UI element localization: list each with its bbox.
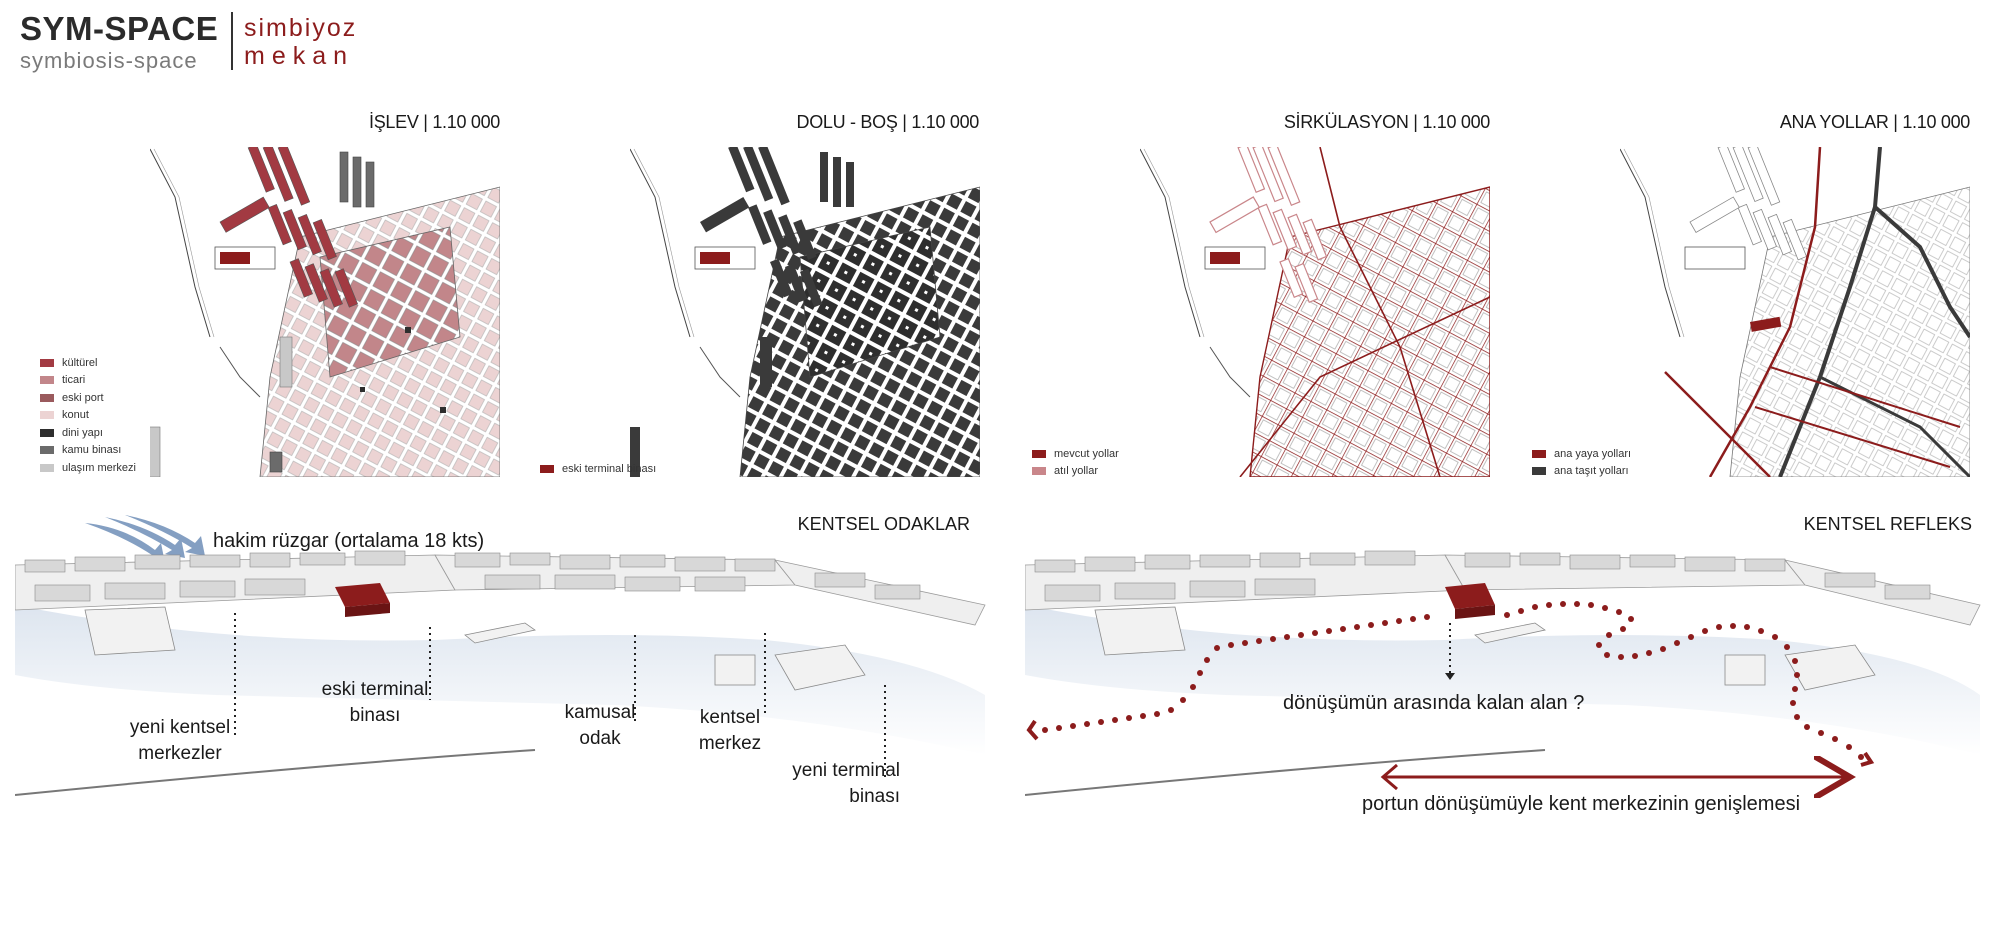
legend-item: mevcut yollar: [1032, 445, 1119, 463]
legend-label: ana yaya yolları: [1554, 447, 1632, 460]
legend-swatch: [1532, 449, 1546, 458]
label-yeni-kentsel-merkezler: yeni kentsel merkezler: [120, 715, 240, 767]
map-title-sirkulasyon: SİRKÜLASYON | 1.10 000: [1283, 112, 1490, 132]
legend-ana-yollar: ana yaya yolları ana taşıt yolları: [1532, 445, 1631, 480]
map-title-islev: İŞLEV | 1.10 000: [369, 112, 500, 132]
label-yeni-terminal: yeni terminal binası: [770, 758, 900, 810]
brand-subtitle: symbiosis-space: [20, 48, 198, 73]
legend-item: kamu binası: [40, 442, 136, 460]
map-sirkulasyon: [1140, 147, 1490, 477]
label-line: binası: [349, 705, 401, 726]
section-title-kentsel-odaklar: KENTSEL ODAKLAR: [797, 514, 970, 534]
legend-dolu-bos: eski terminal binası: [540, 460, 656, 478]
label-line: odak: [579, 728, 621, 749]
legend-islev: kültürel ticari eski port konut dini yap…: [40, 354, 136, 477]
legend-label: ulaşım merkezi: [62, 461, 136, 474]
legend-item: eski port: [40, 389, 136, 407]
legend-swatch: [40, 393, 54, 402]
label-line: kentsel: [699, 707, 761, 728]
legend-swatch: [1532, 467, 1546, 476]
section-title-kentsel-refleks: KENTSEL REFLEKS: [1803, 514, 1972, 534]
legend-label: kamu binası: [62, 444, 122, 457]
map-ana-yollar: [1620, 147, 1970, 477]
map-dolu-bos: [630, 147, 980, 477]
legend-swatch: [40, 411, 54, 420]
label-kamusal-odak: kamusal odak: [545, 700, 655, 752]
legend-item: dini yapı: [40, 424, 136, 442]
perspective-kentsel-odaklar: [15, 515, 986, 796]
legend-swatch: [40, 376, 54, 385]
label-donusum-alani: dönüşümün arasında kalan alan ?: [1283, 692, 1585, 714]
wind-label: hakim rüzgar (ortalama 18 kts): [213, 530, 485, 552]
label-kentsel-merkez: kentsel merkez: [690, 705, 770, 757]
legend-sirkulasyon: mevcut yollar atıl yollar: [1032, 445, 1119, 480]
legend-swatch: [540, 464, 554, 473]
legend-label: eski port: [62, 391, 104, 404]
perspective-kentsel-refleks: [1025, 550, 1981, 815]
legend-label: kültürel: [62, 356, 98, 369]
legend-swatch: [40, 358, 54, 367]
label-line: yeni terminal: [792, 760, 900, 781]
legend-item: kültürel: [40, 354, 136, 372]
brand-translation-line2: mekan: [244, 42, 355, 70]
legend-swatch: [40, 446, 54, 455]
label-line: yeni kentsel: [129, 717, 231, 738]
legend-item: ana yaya yolları: [1532, 445, 1631, 463]
legend-swatch: [1032, 449, 1046, 458]
legend-item: ticari: [40, 372, 136, 390]
label-line: kamusal: [564, 702, 636, 723]
map-title-dolu-bos: DOLU - BOŞ | 1.10 000: [796, 112, 980, 132]
legend-label: atıl yollar: [1054, 465, 1099, 478]
label-line: merkez: [698, 733, 762, 754]
map-title-ana-yollar: ANA YOLLAR | 1.10 000: [1779, 112, 1970, 132]
label-kent-merkezi-genislemesi: portun dönüşümüyle kent merkezinin geniş…: [1362, 793, 1801, 815]
label-line: binası: [849, 786, 900, 807]
legend-swatch: [40, 428, 54, 437]
legend-label: ticari: [62, 374, 86, 387]
legend-item: ana taşıt yolları: [1532, 463, 1631, 481]
legend-item: eski terminal binası: [540, 460, 656, 478]
label-line: eski terminal: [321, 679, 429, 700]
brand-translation-line1: simbiyoz: [244, 14, 358, 42]
legend-item: atıl yollar: [1032, 463, 1119, 481]
legend-label: ana taşıt yolları: [1554, 465, 1629, 478]
legend-swatch: [1032, 467, 1046, 476]
legend-item: konut: [40, 407, 136, 425]
legend-label: mevcut yollar: [1054, 447, 1119, 460]
legend-label: konut: [62, 409, 89, 422]
label-eski-terminal: eski terminal binası: [315, 677, 435, 729]
legend-item: ulaşım merkezi: [40, 459, 136, 477]
legend-label: dini yapı: [62, 426, 103, 439]
map-islev: [150, 147, 500, 477]
brand-title: SYM-SPACE: [20, 10, 219, 47]
legend-label: eski terminal binası: [562, 462, 657, 475]
legend-swatch: [40, 463, 54, 472]
brand-divider: [231, 12, 233, 70]
label-line: merkezler: [138, 743, 222, 764]
